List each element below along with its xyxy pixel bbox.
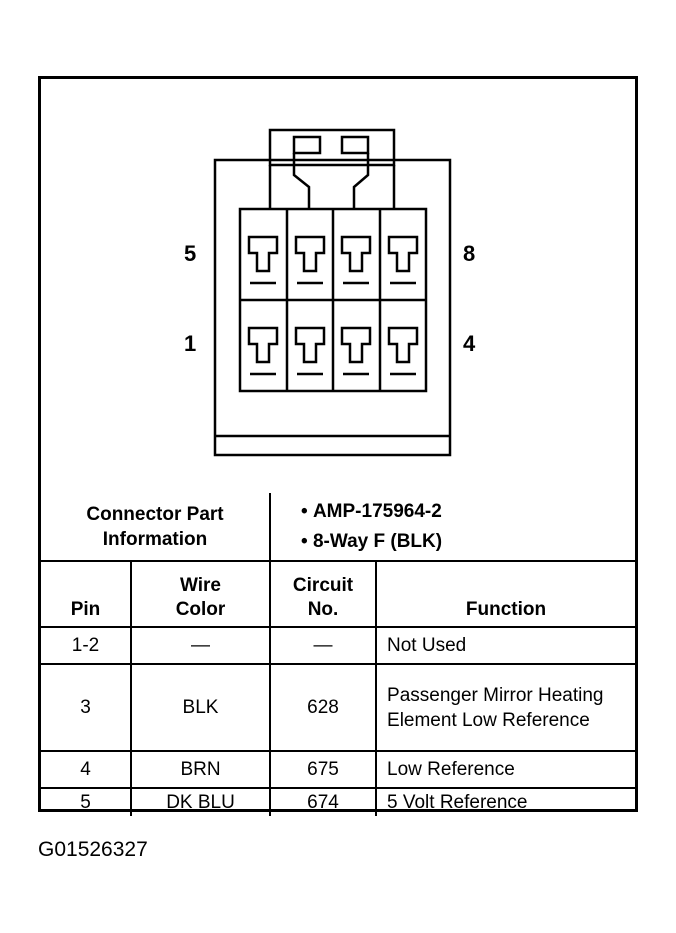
connector-face-diagram: 5 8 1 4 (184, 128, 476, 457)
lock-slot-right (340, 135, 370, 155)
connector-lock-tab (268, 128, 396, 167)
cell-function: Not Used (375, 626, 636, 665)
header-wire-color: Wire Color (129, 560, 272, 628)
pin-label-bottom-left: 1 (184, 331, 196, 356)
cell-function: 5 Volt Reference (375, 787, 636, 816)
diagram-frame: 5 8 1 4 Connector Part Information • AMP… (38, 76, 638, 816)
header-function: Function (375, 560, 636, 628)
connector-pinout-table: Connector Part Information • AMP-175964-… (41, 493, 636, 816)
table-row: 3 BLK 628 Passenger Mirror Heating Eleme… (41, 663, 636, 752)
latch-arm-right (352, 153, 396, 209)
pin-label-top-right: 8 (463, 241, 475, 266)
terminal-cavity (294, 235, 326, 273)
terminal-cavity (294, 326, 326, 364)
cell-circuit-no: — (269, 626, 378, 665)
table-row: 4 BRN 675 Low Reference (41, 750, 636, 789)
connector-info-label: Connector Part Information (41, 493, 272, 562)
terminal-cavity (387, 326, 419, 364)
cell-wire-color: — (129, 626, 272, 665)
header-pin: Pin (41, 560, 132, 628)
cell-circuit-no: 628 (269, 663, 378, 752)
terminal-cavity (247, 235, 279, 273)
cell-function: Passenger Mirror Heating Element Low Ref… (375, 663, 636, 752)
cell-circuit-no: 674 (269, 787, 378, 816)
terminal-cavity (340, 326, 372, 364)
cell-pin: 1-2 (41, 626, 132, 665)
lock-slot-left (292, 135, 322, 155)
table-row: 1-2 — — Not Used (41, 626, 636, 665)
pin-label-bottom-right: 4 (463, 331, 476, 356)
header-circuit-no: Circuit No. (269, 560, 378, 628)
cell-wire-color: BRN (129, 750, 272, 789)
connector-info-values: • AMP-175964-2 • 8-Way F (BLK) (269, 493, 636, 562)
connector-info-item: • AMP-175964-2 (301, 500, 442, 522)
terminal-cavity (387, 235, 419, 273)
cell-pin: 5 (41, 787, 132, 816)
cell-circuit-no: 675 (269, 750, 378, 789)
table-header-row: Pin Wire Color Circuit No. Function (41, 560, 636, 628)
connector-info-item: • 8-Way F (BLK) (301, 530, 443, 552)
cell-function: Low Reference (375, 750, 636, 789)
cell-wire-color: BLK (129, 663, 272, 752)
pin-label-top-left: 5 (184, 241, 196, 266)
terminal-cavity (247, 326, 279, 364)
terminal-cavity (340, 235, 372, 273)
figure-id: G01526327 (38, 838, 148, 861)
latch-arm-left (268, 153, 311, 209)
cell-pin: 4 (41, 750, 132, 789)
table-row: 5 DK BLU 674 5 Volt Reference (41, 787, 636, 816)
connector-info-row: Connector Part Information • AMP-175964-… (41, 493, 636, 562)
connector-housing (213, 158, 452, 457)
cell-pin: 3 (41, 663, 132, 752)
cell-wire-color: DK BLU (129, 787, 272, 816)
